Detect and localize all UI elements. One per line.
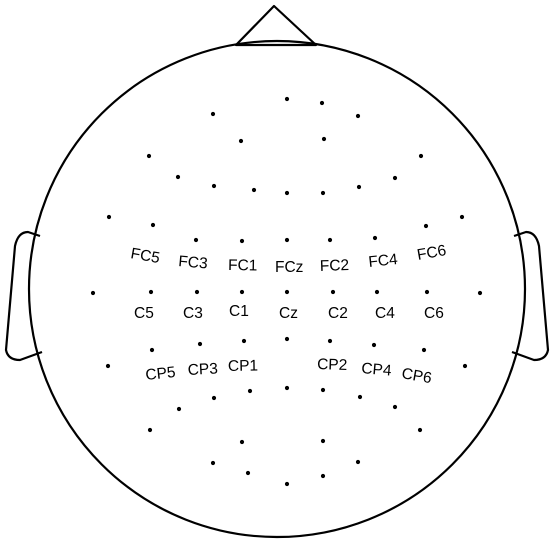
electrode-dot <box>285 337 289 341</box>
electrode-dot <box>91 291 95 295</box>
label-cp1: CP1 <box>228 357 258 375</box>
electrode-dot <box>176 175 180 179</box>
label-fc1: FC1 <box>228 257 258 275</box>
electrode-dot <box>460 215 464 219</box>
electrode-dot <box>331 290 335 294</box>
electrode-dot <box>373 236 377 240</box>
label-fc5: FC5 <box>129 245 161 267</box>
electrode-dot <box>322 137 326 141</box>
electrode-dot <box>320 101 324 105</box>
electrode-dot <box>393 176 397 180</box>
electrode-dot <box>194 238 198 242</box>
electrode-dot <box>356 114 360 118</box>
electrode-dot <box>285 191 289 195</box>
label-fc6: FC6 <box>416 242 448 264</box>
label-c1: C1 <box>229 303 249 320</box>
electrode-dot <box>240 239 244 243</box>
electrode-dot <box>285 290 289 294</box>
head-outline <box>29 41 525 537</box>
electrode-labels: FC5 FC3 FC1 FCz FC2 FC4 FC6 C5 C3 C1 Cz … <box>129 242 447 387</box>
electrode-dot <box>177 407 181 411</box>
label-fcz: FCz <box>275 259 303 276</box>
electrode-dot <box>212 184 216 188</box>
label-cp6: CP6 <box>400 365 433 387</box>
electrode-dot <box>463 364 467 368</box>
label-cz: Cz <box>279 305 298 322</box>
label-c2: C2 <box>328 305 348 322</box>
electrode-dot <box>285 482 289 486</box>
electrode-dot <box>424 224 428 228</box>
electrode-dot <box>211 112 215 116</box>
label-cp5: CP5 <box>145 364 177 384</box>
electrode-dot <box>285 238 289 242</box>
electrode-dot <box>418 428 422 432</box>
label-cp3: CP3 <box>187 360 218 379</box>
electrode-dot <box>425 290 429 294</box>
electrode-dot <box>252 188 256 192</box>
electrode-dot <box>372 343 376 347</box>
right-ear-outline <box>512 232 548 360</box>
electrode-dot <box>248 389 252 393</box>
electrode-dot <box>211 461 215 465</box>
electrode-dot <box>149 290 153 294</box>
electrode-dot <box>328 238 332 242</box>
nose-outline <box>236 6 316 45</box>
electrode-dot <box>242 339 246 343</box>
label-c4: C4 <box>375 305 395 322</box>
electrode-dots <box>91 97 482 486</box>
electrode-dot <box>212 396 216 400</box>
electrode-dot <box>478 291 482 295</box>
electrode-dot <box>246 471 250 475</box>
label-fc2: FC2 <box>320 257 350 275</box>
electrode-dot <box>198 342 202 346</box>
electrode-dot <box>321 439 325 443</box>
electrode-dot <box>285 386 289 390</box>
electrode-dot <box>375 290 379 294</box>
electrode-dot <box>321 474 325 478</box>
label-c5: C5 <box>134 305 154 322</box>
electrode-dot <box>240 290 244 294</box>
left-ear-outline <box>6 232 42 360</box>
electrode-dot <box>240 440 244 444</box>
electrode-dot <box>356 460 360 464</box>
electrode-dot <box>357 185 361 189</box>
electrode-dot <box>321 388 325 392</box>
electrode-dot <box>107 215 111 219</box>
label-fc3: FC3 <box>178 253 209 272</box>
label-cp4: CP4 <box>361 360 393 380</box>
electrode-dot <box>419 154 423 158</box>
electrode-dot <box>328 339 332 343</box>
label-cp2: CP2 <box>317 356 348 374</box>
electrode-dot <box>151 223 155 227</box>
electrode-dot <box>239 139 243 143</box>
electrode-dot <box>195 290 199 294</box>
electrode-dot <box>285 97 289 101</box>
electrode-dot <box>106 364 110 368</box>
electrode-dot <box>148 428 152 432</box>
electrode-dot <box>393 405 397 409</box>
electrode-dot <box>150 348 154 352</box>
electrode-dot <box>147 154 151 158</box>
label-c3: C3 <box>183 305 203 322</box>
label-c6: C6 <box>424 305 444 322</box>
electrode-dot <box>358 395 362 399</box>
label-fc4: FC4 <box>368 251 399 271</box>
electrode-dot <box>321 191 325 195</box>
electrode-dot <box>422 348 426 352</box>
